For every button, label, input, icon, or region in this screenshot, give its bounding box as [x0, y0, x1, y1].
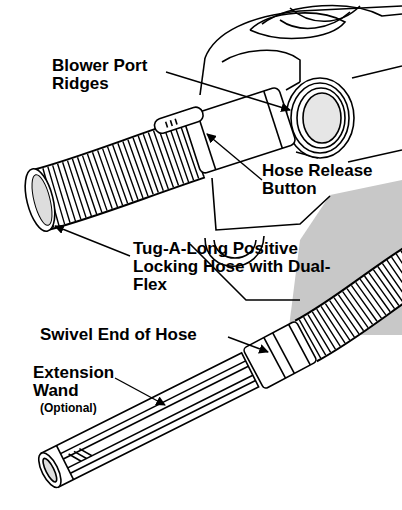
leader-lines-part — [55, 226, 130, 256]
vacuum-body-part — [250, 13, 345, 38]
extension-wand-part — [40, 457, 59, 484]
vacuum-body-part — [348, 150, 402, 162]
callout-label: Hose Release Button — [262, 162, 390, 198]
swivel-end-part — [273, 333, 295, 374]
blower-port-part — [297, 88, 345, 148]
leader-lines-part — [207, 134, 262, 180]
blower-port — [286, 78, 354, 158]
hose-cuff-part — [264, 91, 283, 148]
locking-hose-part — [28, 173, 56, 227]
locking-hose-part — [40, 148, 195, 200]
extension-wand-part — [34, 450, 65, 491]
swivel-end-part — [289, 324, 311, 365]
leader-lines-part — [228, 337, 268, 352]
hose-lower-part — [306, 266, 402, 341]
hose-lower — [306, 266, 402, 341]
callout-label: Blower Port Ridges — [52, 57, 164, 93]
vacuum-body-part — [200, 58, 205, 95]
callout-label: Tug-A-Long Positive Locking Hose with Du… — [133, 240, 348, 294]
extension-wand-part — [70, 381, 255, 474]
locking-hose-part — [40, 148, 195, 200]
callout-label: (Optional) — [40, 401, 130, 415]
release-button-part — [175, 119, 177, 125]
locking-hose — [20, 148, 195, 234]
blower-port-part — [291, 83, 349, 153]
vacuum-body-part — [222, 50, 300, 82]
leader-lines-part — [166, 72, 290, 110]
release-button-part — [170, 120, 172, 126]
vacuum-body-part — [205, 6, 402, 58]
locking-hose-part — [40, 148, 195, 200]
blower-port-part — [303, 93, 341, 143]
blower-port-part — [286, 78, 354, 158]
swivel-end-part — [264, 338, 286, 379]
hose-lower-part — [306, 266, 402, 341]
extension-wand-part — [68, 375, 253, 468]
locking-hose-part — [20, 166, 61, 234]
release-button-part — [166, 122, 168, 128]
release-button-part — [153, 105, 205, 135]
leader-lines — [55, 72, 290, 405]
release-button — [153, 105, 205, 135]
leader-lines-part — [115, 378, 165, 405]
callout-label: Swivel End of Hose — [40, 326, 240, 344]
vacuum-body-part — [352, 66, 402, 78]
vacuum-body-part — [290, 6, 360, 21]
extension-wand-part — [79, 445, 92, 459]
callout-label: Extension Wand — [33, 364, 125, 400]
hose-lower-part — [306, 266, 402, 341]
